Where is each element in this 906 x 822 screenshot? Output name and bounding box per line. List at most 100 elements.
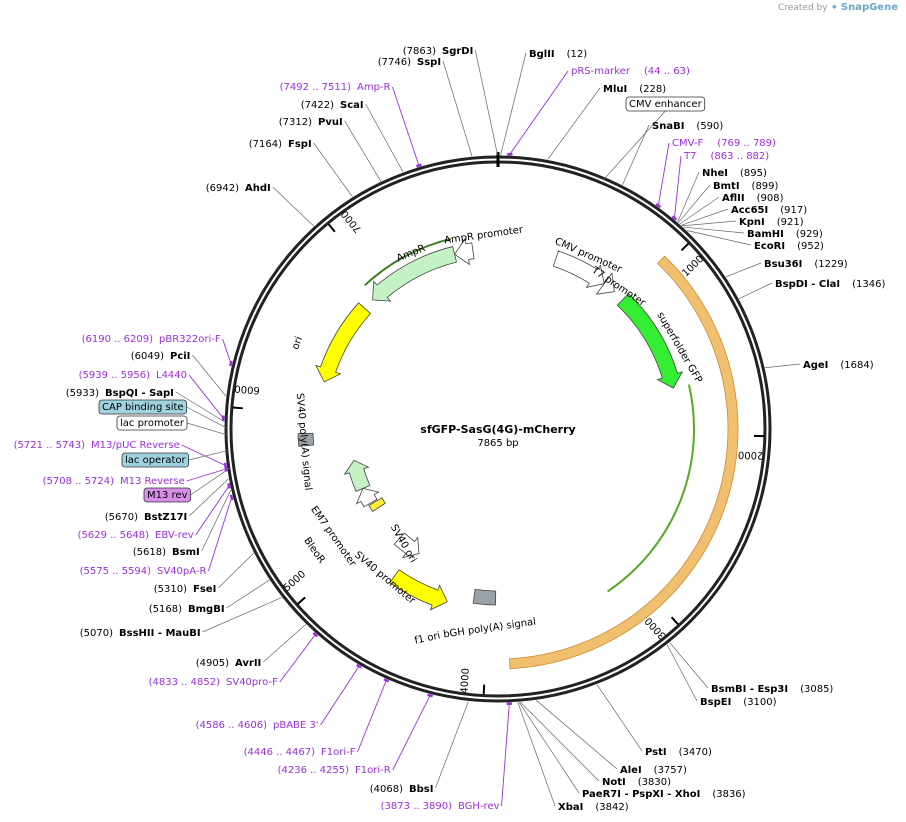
site-sspi[interactable]: (7746)SspI [378, 57, 441, 68]
site-bbsi[interactable]: (4068)BbsI [370, 784, 434, 795]
site-bglii[interactable]: BglII(12) [529, 49, 587, 60]
primer-binding-mark [416, 163, 422, 168]
feature-cmv-promoter[interactable] [552, 250, 605, 289]
site-position: (895) [740, 168, 767, 179]
primer-pbabe-3-[interactable]: (4586 .. 4606)pBABE 3' [196, 663, 362, 731]
primer-range: (4833 .. 4852) [149, 677, 221, 688]
primer-t7[interactable]: T7(863 .. 882) [671, 151, 769, 221]
primer-sv40pro-f[interactable]: (4833 .. 4852)SV40pro-F [149, 631, 319, 688]
feature-t7-promoter[interactable] [595, 272, 615, 295]
feature-sv40-poly-a-signal[interactable] [297, 432, 315, 447]
site-paer7i-pspxi-xhoi[interactable]: PaeR7I - PspXI - XhoI(3836) [582, 789, 746, 800]
site-alei[interactable]: AleI(3757) [620, 765, 687, 776]
site-position: (7312) [279, 117, 312, 128]
site-bsmbi-esp3i[interactable]: BsmBI - Esp3I(3085) [711, 684, 833, 695]
site-ahdi-leader [272, 186, 315, 227]
feature-tag-lac-promoter[interactable]: lac promoter [116, 415, 188, 431]
site-sgrdi[interactable]: (7863)SgrDI [403, 46, 474, 57]
feature-em7-promoter[interactable] [355, 487, 380, 508]
site-avrii[interactable]: (4905)AvrII [196, 658, 262, 669]
site-bspqi-sapi[interactable]: (5933)BspQI - SapI [66, 388, 174, 399]
site-pvui[interactable]: (7312)PvuI [279, 117, 343, 128]
site-name: Bsu36I [764, 259, 802, 270]
site-name: BamHI [747, 229, 784, 240]
primer-f1ori-r[interactable]: (4236 .. 4255)F1ori-R [278, 693, 433, 776]
feature-ampr-promoter[interactable] [454, 237, 475, 266]
site-bsshii-maubi[interactable]: (5070)BssHII - MauBI [80, 628, 201, 639]
site-bspdi-clai[interactable]: BspDI - ClaI(1346) [775, 279, 885, 290]
primer-pbr322ori-f[interactable]: (6190 .. 6209)pBR322ori-F [82, 334, 233, 367]
site-kpni[interactable]: KpnI(921) [739, 217, 804, 228]
site-pcii[interactable]: (6049)PciI [131, 351, 191, 362]
tag-box [121, 452, 189, 468]
orf-inner-line [607, 384, 695, 593]
site-psti[interactable]: PstI(3470) [645, 747, 712, 758]
feature-tag-lac-operator[interactable]: lac operator [121, 452, 189, 468]
site-snabi[interactable]: SnaBI(590) [652, 121, 723, 132]
tick-mark [482, 684, 486, 695]
site-bspei[interactable]: BspEI(3100) [700, 697, 777, 708]
site-bmti[interactable]: BmtI(899) [713, 181, 779, 192]
primer-m13-reverse[interactable]: (5708 .. 5724)M13 Reverse [43, 466, 228, 487]
primer-amp-r[interactable]: (7492 .. 7511)Amp-R [280, 82, 422, 168]
primer-cmv-f[interactable]: CMV-F(769 .. 789) [655, 138, 776, 209]
site-fsei[interactable]: (5310)FseI [154, 584, 217, 595]
feature-tag-m13-rev[interactable]: M13 rev [143, 487, 191, 503]
feature-f1-ori[interactable] [389, 569, 448, 611]
site-ahdi[interactable]: (6942)AhdI [206, 183, 271, 194]
site-pvui-leader [344, 120, 382, 182]
primer-leader [392, 86, 420, 166]
primer-m13-puc-reverse[interactable]: (5721 .. 5743)M13/pUC Reverse [14, 440, 228, 469]
site-fspi[interactable]: (7164)FspI [249, 139, 312, 150]
primer-leader [509, 70, 569, 155]
primer-bgh-rev[interactable]: (3873 .. 3890)BGH-rev [381, 702, 512, 812]
feature-tag-cmv-enhancer[interactable]: CMV enhancer [625, 96, 706, 112]
site-scai[interactable]: (7422)ScaI [301, 100, 364, 111]
site-position: (3836) [712, 789, 745, 800]
site-ecori[interactable]: EcoRI(952) [754, 241, 824, 252]
snapgene-watermark: Created by ✦ SnapGene [778, 2, 898, 13]
tick-label: 7000 [339, 208, 364, 235]
site-bamhi[interactable]: BamHI(929) [747, 229, 823, 240]
primer-range: (863 .. 882) [710, 151, 769, 162]
site-position: (917) [780, 205, 807, 216]
feature-sv40-promoter[interactable] [393, 532, 420, 559]
plasmid-name: sfGFP-SasG(4G)-mCherry [420, 423, 575, 436]
primer-prs-marker[interactable]: pRS-marker(44 .. 63) [507, 66, 690, 156]
feature-bgh-poly-a-signal[interactable] [472, 588, 497, 606]
site-bsu36i[interactable]: Bsu36I(1229) [764, 259, 848, 270]
site-acc65i[interactable]: Acc65I(917) [731, 205, 807, 216]
tag-leader [190, 467, 231, 496]
tick-label: 2000 [738, 449, 764, 461]
primer-sv40pa-r[interactable]: (5575 .. 5594)SV40pA-R [80, 494, 234, 577]
site-name: SspI [417, 57, 441, 68]
site-xbai[interactable]: XbaI(3842) [558, 802, 629, 813]
site-name: BmtI [713, 181, 740, 192]
site-position: (12) [567, 49, 588, 60]
feature-sv40-ori[interactable] [368, 497, 386, 513]
site-name: BstZ17I [144, 512, 187, 523]
site-noti[interactable]: NotI(3830) [602, 777, 671, 788]
site-mlui[interactable]: MluI(228) [603, 84, 666, 95]
primer-l4440[interactable]: (5939 .. 5956)L4440 [79, 370, 225, 421]
site-name: ScaI [340, 100, 364, 111]
feature-superfolder-gfp[interactable] [616, 293, 684, 389]
site-bstz17i[interactable]: (5670)BstZ17I [105, 512, 188, 523]
feature-label-f1-ori: f1 ori [414, 630, 442, 646]
feature-ori[interactable] [315, 302, 372, 383]
site-agei[interactable]: AgeI(1684) [803, 360, 874, 371]
primer-f1ori-f[interactable]: (4446 .. 4467)F1ori-F [244, 678, 390, 758]
feature-tag-cap-binding-site[interactable]: CAP binding site [98, 399, 187, 415]
site-name: AflII [722, 193, 745, 204]
site-bbsi-leader [435, 701, 469, 789]
site-nhei[interactable]: NheI(895) [702, 168, 767, 179]
tag-label: lac promoter [120, 418, 185, 429]
feature-label-ori: ori [290, 335, 305, 351]
feature-bleor[interactable] [343, 459, 371, 492]
primer-ebv-rev[interactable]: (5629 .. 5648)EBV-rev [78, 483, 231, 541]
site-position: (3100) [743, 697, 776, 708]
site-bsmi[interactable]: (5618)BsmI [133, 547, 200, 558]
site-aflii[interactable]: AflII(908) [722, 193, 784, 204]
site-bmgbi[interactable]: (5168)BmgBI [149, 604, 225, 615]
